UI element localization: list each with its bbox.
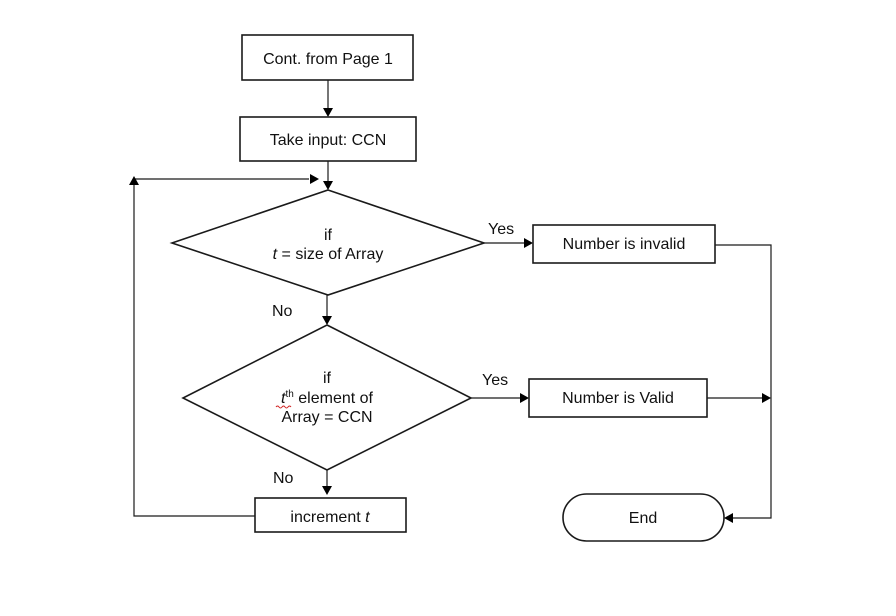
edge-label-no-2: No — [273, 470, 294, 487]
decision2-sup: th — [285, 389, 293, 400]
valid-label: Number is Valid — [562, 390, 674, 407]
decision2-diamond — [181, 324, 473, 471]
valid-box — [528, 378, 708, 418]
decision1-node: if t = size of Array — [169, 189, 487, 296]
edge-label-yes-1: Yes — [488, 221, 514, 238]
decision1-rest: = size of Array — [277, 246, 383, 263]
arrowhead-increment — [322, 486, 332, 495]
end-label: End — [629, 510, 657, 527]
decision2-condition: tth element of — [281, 389, 374, 407]
increment-prefix: increment — [290, 509, 365, 526]
input-label: Take input: CCN — [270, 132, 387, 149]
arrowhead-decision2-top — [322, 316, 332, 325]
decision1-var: t — [273, 246, 278, 263]
invalid-node: Number is invalid — [532, 224, 716, 264]
decision2-node: if tth element of Array = CCN — [181, 324, 473, 471]
start-box — [241, 34, 414, 81]
edge-labels: Yes No Yes No — [272, 221, 514, 487]
arrowhead-input — [323, 108, 333, 117]
decision2-rest: element of — [294, 390, 374, 407]
decision2-if: if — [323, 370, 332, 387]
decision2-line3: Array = CCN — [281, 409, 372, 426]
arrowhead-valid — [520, 393, 529, 403]
input-box — [239, 116, 417, 162]
arrowhead-end — [724, 513, 733, 523]
arrowhead-loop-up — [129, 176, 139, 185]
decision2-var: t — [281, 390, 286, 407]
arrowhead-loop-right — [310, 174, 319, 184]
arrowhead-invalid — [524, 238, 533, 248]
decision1-if: if — [324, 227, 333, 244]
start-label: Cont. from Page 1 — [263, 51, 393, 68]
connectors — [129, 80, 772, 523]
valid-node: Number is Valid — [528, 378, 708, 418]
decision1-condition: t = size of Array — [273, 246, 384, 263]
start-node: Cont. from Page 1 — [241, 34, 414, 81]
connector-invalid-to-end — [715, 244, 772, 519]
end-terminator — [562, 493, 725, 542]
invalid-label: Number is invalid — [563, 236, 686, 253]
spellcheck-squiggle — [275, 405, 292, 409]
edge-label-yes-2: Yes — [482, 372, 508, 389]
decision1-diamond — [169, 189, 487, 296]
input-node: Take input: CCN — [239, 116, 417, 162]
invalid-box — [532, 224, 716, 264]
connector-loop-back — [133, 178, 309, 517]
increment-var: t — [365, 509, 370, 526]
increment-box — [254, 497, 407, 533]
arrowhead-rail — [762, 393, 771, 403]
edge-label-no-1: No — [272, 303, 293, 320]
increment-node: increment t — [254, 497, 407, 533]
increment-label: increment t — [290, 509, 370, 526]
arrowhead-decision1-top — [323, 181, 333, 190]
end-node: End — [562, 493, 725, 542]
